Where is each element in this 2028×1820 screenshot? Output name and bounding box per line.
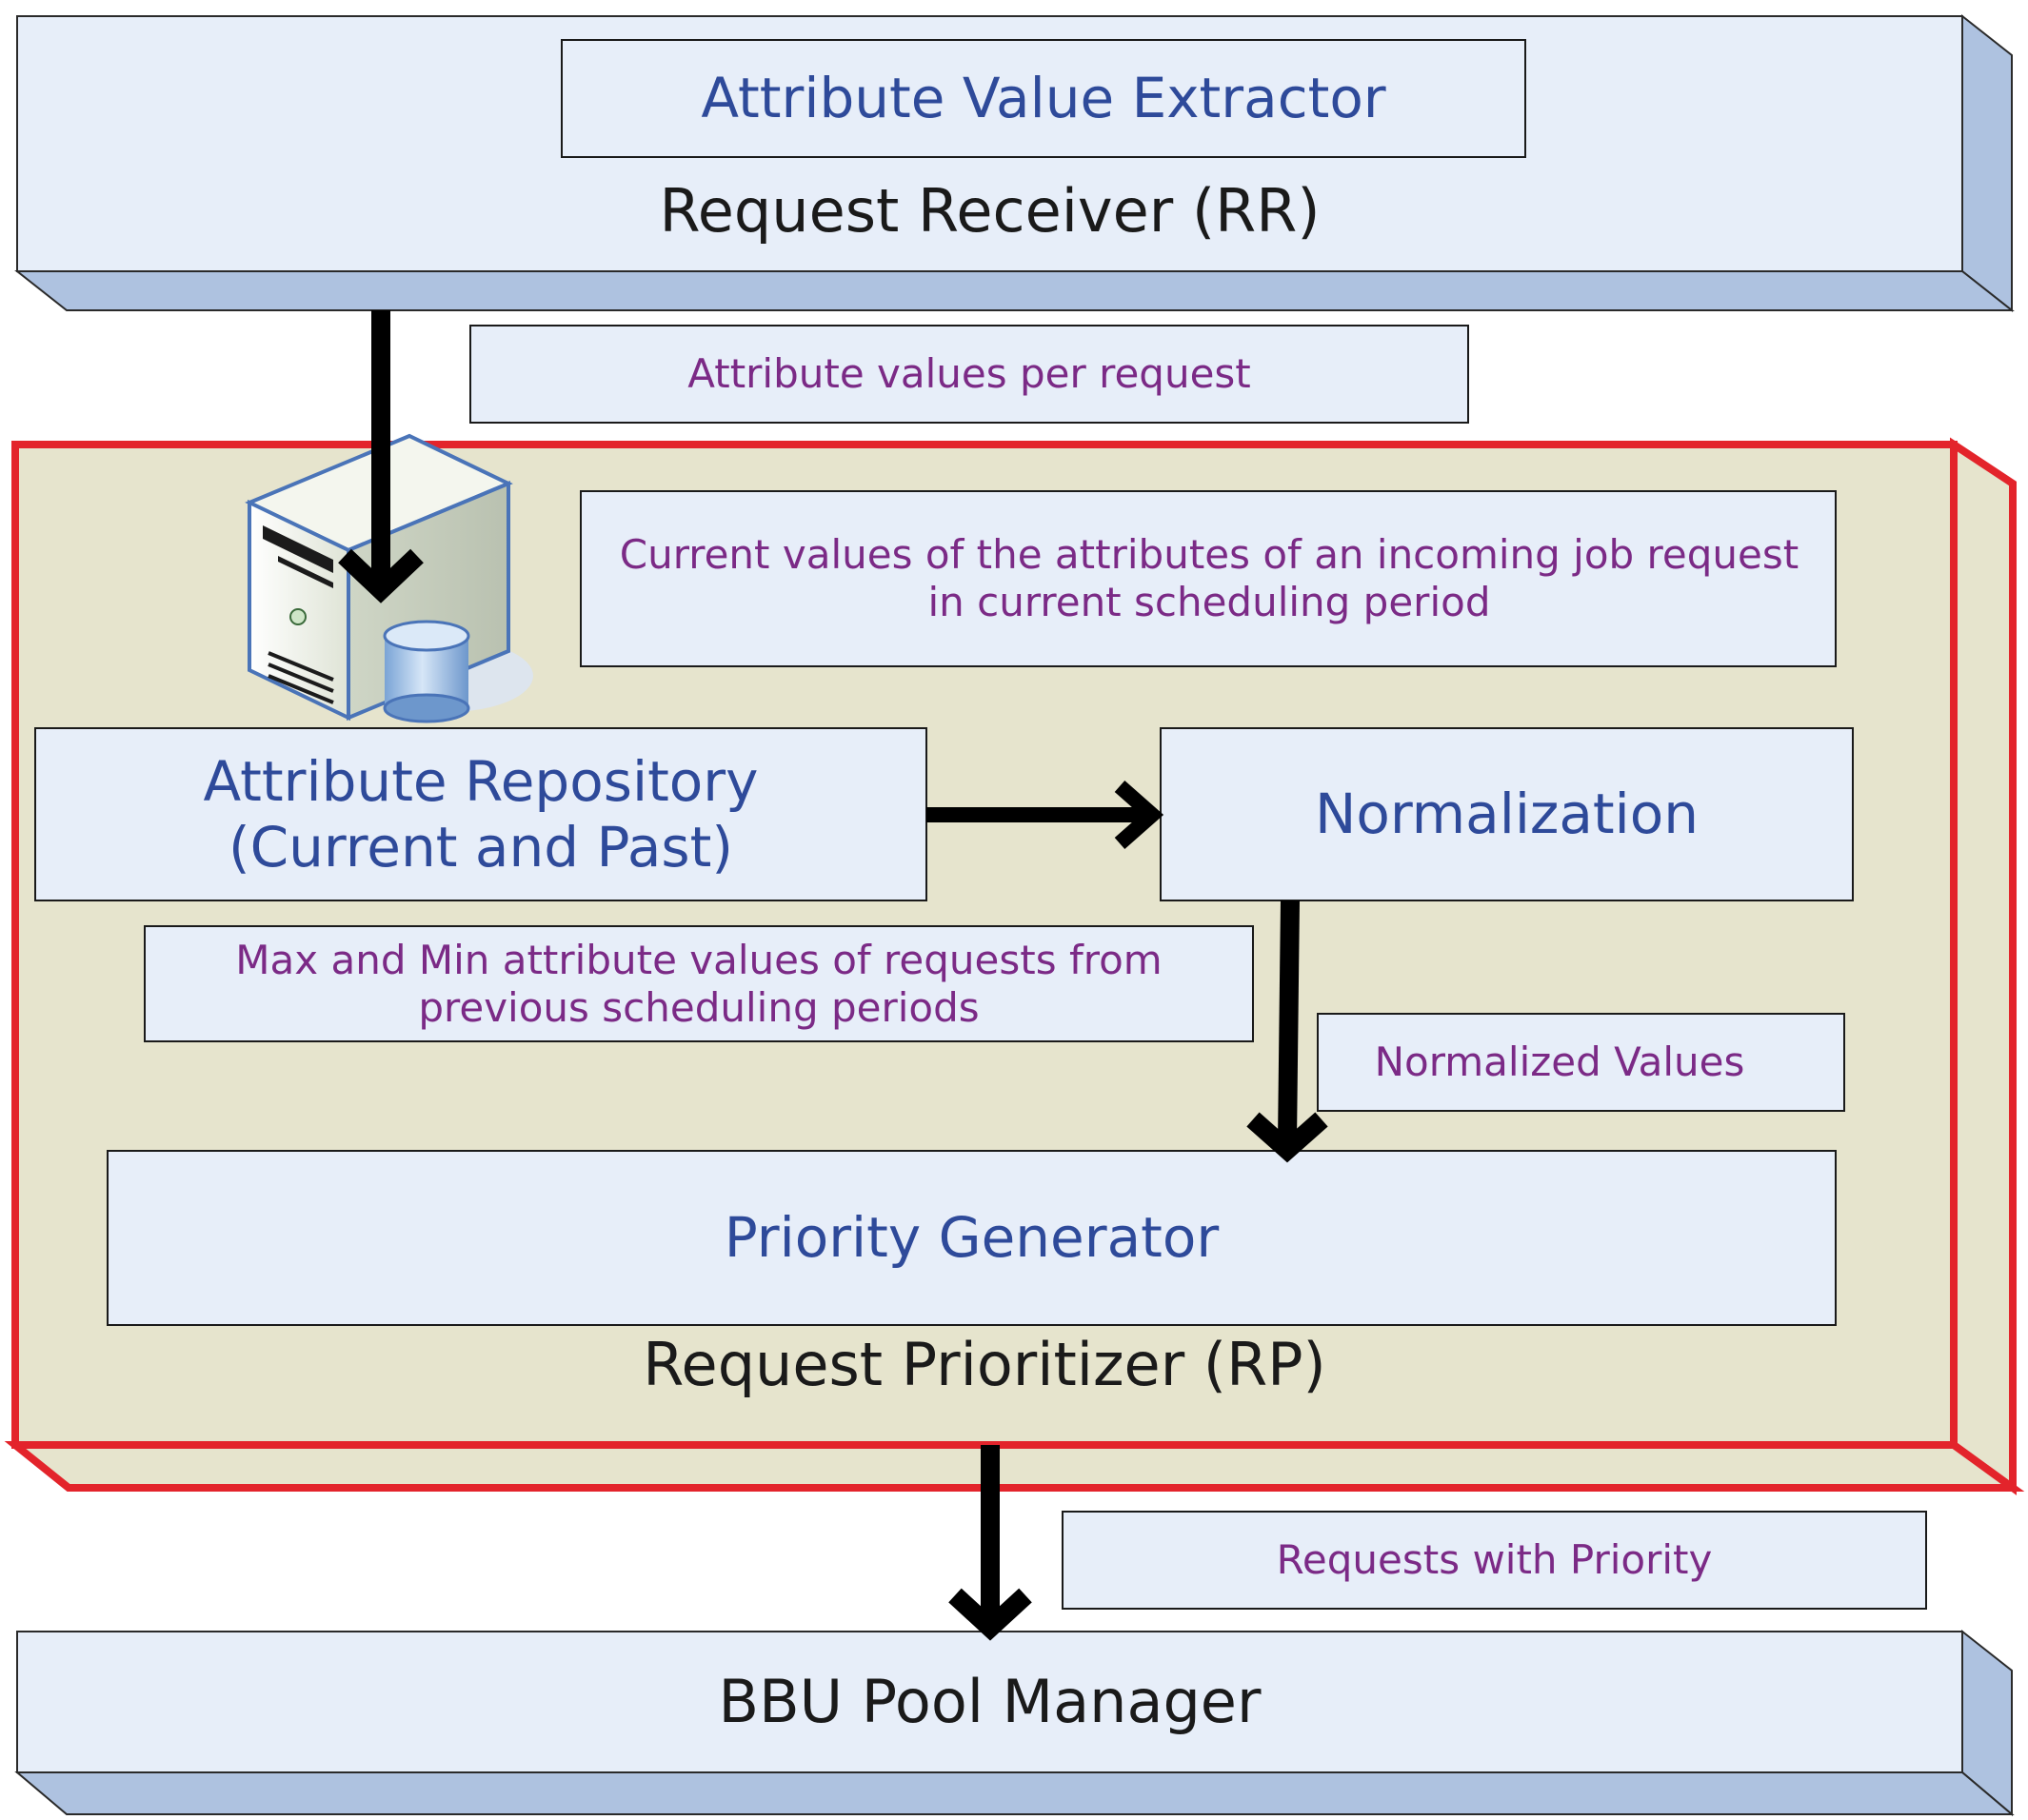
maxmin-note-label: Max and Min attribute values of requests…	[235, 936, 1163, 1031]
attribute-values-flow-label: Attribute values per request	[687, 350, 1251, 398]
bbu-pool-manager-title: BBU Pool Manager	[718, 1667, 1262, 1737]
attribute-value-extractor-box	[561, 39, 1526, 158]
normalized-values-label: Normalized Values	[1374, 1039, 1745, 1086]
request-prioritizer-side	[1950, 437, 2017, 1495]
priority-generator-label: Priority Generator	[724, 1205, 1220, 1271]
current-values-note-box	[580, 490, 1837, 667]
bbu-pool-manager-panel	[14, 1629, 2015, 1817]
requests-priority-flow-label: Requests with Priority	[1276, 1536, 1713, 1584]
attribute-values-flow-box	[469, 325, 1469, 424]
request-prioritizer-title: Request Prioritizer (RP)	[643, 1330, 1326, 1400]
requests-priority-flow-box	[1062, 1511, 1927, 1610]
normalization-box	[1160, 727, 1854, 901]
bbu-pool-manager-face	[16, 1631, 1963, 1773]
current-values-note-label: Current values of the attributes of an i…	[619, 531, 1799, 625]
arrow-rp-to-bbu	[948, 1445, 1032, 1641]
attribute-value-extractor-label: Attribute Value Extractor	[701, 66, 1386, 131]
normalized-values-flow-box	[1317, 1013, 1845, 1112]
attribute-repository-box	[34, 727, 927, 901]
request-receiver-bottom	[14, 270, 2015, 311]
attribute-repository-label: Attribute Repository (Current and Past)	[35, 728, 926, 900]
request-receiver-title: Request Receiver (RR)	[659, 176, 1321, 247]
arrow-normalization-to-priority	[1246, 900, 1328, 1163]
request-receiver-side	[1961, 13, 2013, 313]
priority-generator-box	[107, 1150, 1837, 1326]
attribute-repository-line2: (Current and Past)	[229, 814, 733, 880]
request-prioritizer-bottom	[4, 1441, 2025, 1492]
arrow-repository-to-normalization	[926, 781, 1164, 849]
attribute-repository-line1: Attribute Repository	[203, 749, 759, 815]
bbu-pool-manager-bottom	[14, 1771, 2015, 1815]
arrow-rr-to-repository	[338, 310, 424, 603]
normalization-label: Normalization	[1314, 781, 1700, 847]
maxmin-note-box	[144, 925, 1254, 1042]
